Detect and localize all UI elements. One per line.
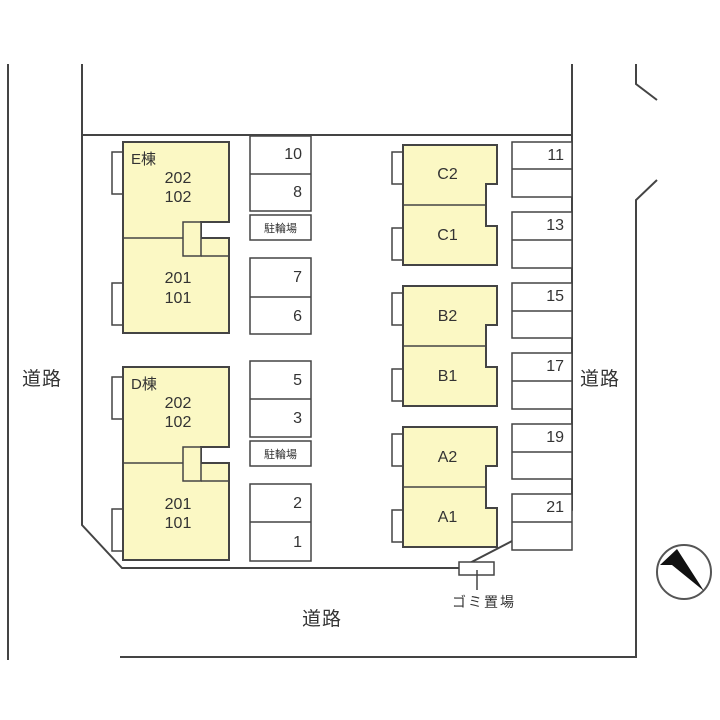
parking-right bbox=[511, 141, 573, 551]
building-a bbox=[391, 426, 498, 548]
parking-space-10[interactable]: 10 bbox=[284, 146, 302, 163]
building-b2[interactable]: B2 bbox=[437, 308, 458, 325]
building-d-unit-101[interactable]: 101 bbox=[164, 515, 192, 532]
parking-space-8[interactable]: 8 bbox=[293, 184, 302, 201]
building-e-unit-102[interactable]: 102 bbox=[164, 189, 192, 206]
parking-space-21[interactable]: 21 bbox=[546, 499, 564, 516]
trash-area-box bbox=[458, 561, 495, 590]
building-d-name: D棟 bbox=[131, 376, 157, 393]
building-a1[interactable]: A1 bbox=[437, 509, 458, 526]
building-d-unit-201[interactable]: 201 bbox=[164, 496, 192, 513]
parking-space-6[interactable]: 6 bbox=[293, 308, 302, 325]
building-e-unit-201[interactable]: 201 bbox=[164, 270, 192, 287]
building-c bbox=[391, 144, 498, 266]
parking-space-17[interactable]: 17 bbox=[546, 358, 564, 375]
bicycle-parking-lower: 駐輪場 bbox=[264, 449, 297, 461]
building-d bbox=[111, 366, 230, 561]
parking-space-7[interactable]: 7 bbox=[293, 269, 302, 286]
building-c1[interactable]: C1 bbox=[437, 227, 458, 244]
parking-space-19[interactable]: 19 bbox=[546, 429, 564, 446]
parking-space-13[interactable]: 13 bbox=[546, 217, 564, 234]
building-e-unit-101[interactable]: 101 bbox=[164, 290, 192, 307]
parking-space-2[interactable]: 2 bbox=[293, 495, 302, 512]
east-road-edge-top bbox=[635, 64, 658, 101]
bicycle-parking-upper: 駐輪場 bbox=[264, 223, 297, 235]
building-c2[interactable]: C2 bbox=[437, 166, 458, 183]
building-b1[interactable]: B1 bbox=[437, 368, 458, 385]
parking-left bbox=[249, 135, 312, 562]
parking-space-15[interactable]: 15 bbox=[546, 288, 564, 305]
road-label-south: 道路 bbox=[302, 609, 343, 630]
building-d-unit-102[interactable]: 102 bbox=[164, 414, 192, 431]
east-south-road-edge bbox=[120, 179, 658, 658]
building-d-unit-202[interactable]: 202 bbox=[164, 395, 192, 412]
compass-icon bbox=[656, 544, 712, 600]
road-label-east: 道路 bbox=[580, 369, 621, 390]
road-label-west: 道路 bbox=[22, 369, 63, 390]
building-b bbox=[391, 285, 498, 407]
parking-space-11[interactable]: 11 bbox=[547, 147, 564, 164]
building-a2[interactable]: A2 bbox=[437, 449, 458, 466]
trash-area-label: ゴミ置場 bbox=[452, 594, 516, 610]
building-e-name: E棟 bbox=[131, 151, 157, 168]
parking-space-5[interactable]: 5 bbox=[293, 372, 302, 389]
parking-space-3[interactable]: 3 bbox=[293, 410, 302, 427]
parking-space-1[interactable]: 1 bbox=[293, 534, 302, 551]
building-e-unit-202[interactable]: 202 bbox=[164, 170, 192, 187]
building-e bbox=[111, 141, 230, 334]
